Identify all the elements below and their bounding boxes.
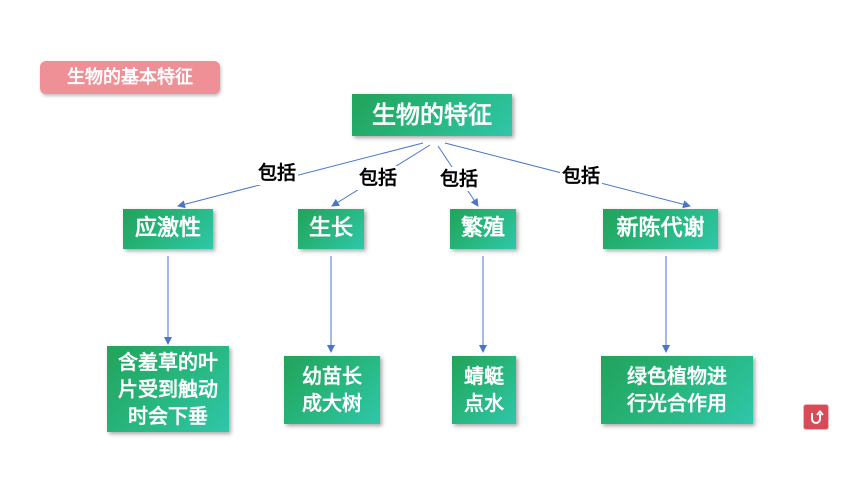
edge-label-2: 包括: [357, 166, 400, 190]
root-node: 生物的特征: [352, 94, 512, 136]
edge-label-4: 包括: [560, 164, 603, 188]
example-node-3: 蜻蜓 点水: [452, 356, 516, 424]
u-turn-arrow-icon: [811, 409, 824, 424]
example-node-4: 绿色植物进 行光合作用: [601, 356, 753, 424]
example-text-4: 绿色植物进 行光合作用: [627, 364, 727, 415]
feature-node-1: 应激性: [123, 209, 213, 249]
section-tag: 生物的基本特征: [40, 61, 220, 94]
example-node-1: 含羞草的叶 片受到触动 时会下垂: [107, 346, 229, 432]
edge-label-1: 包括: [256, 161, 299, 185]
example-text-3: 蜻蜓 点水: [464, 364, 504, 415]
back-button[interactable]: [803, 404, 829, 430]
feature-node-3: 繁殖: [450, 209, 516, 249]
feature-node-4: 新陈代谢: [603, 209, 718, 249]
arrow-root-to-feature-1: [177, 142, 424, 209]
feature-node-2: 生长: [298, 209, 364, 249]
edge-label-3: 包括: [438, 167, 481, 191]
example-text-1: 含羞草的叶 片受到触动 时会下垂: [118, 349, 218, 428]
example-node-2: 幼苗长 成大树: [284, 356, 380, 424]
example-text-2: 幼苗长 成大树: [302, 364, 362, 415]
